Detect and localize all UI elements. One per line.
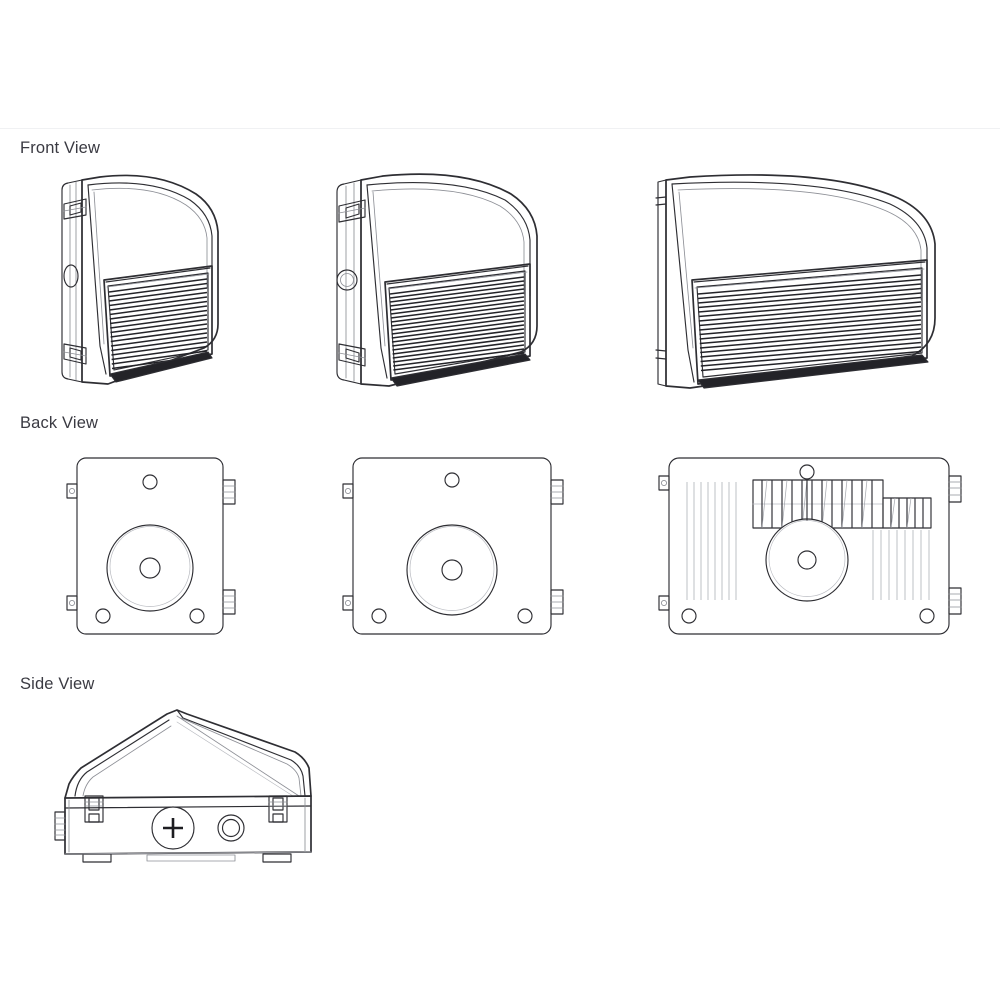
left-ribbed-gland — [54, 811, 66, 841]
top-bracket-clamp — [63, 198, 87, 220]
left-bracket-tabs — [342, 483, 354, 611]
right-bracket-tabs — [222, 479, 236, 615]
mounting-plate-small — [55, 448, 245, 644]
wall-pack-fixture-large — [650, 168, 950, 400]
side-view-row — [0, 700, 1000, 875]
left-heatsink-fins — [686, 482, 737, 600]
secondary-fin-band — [882, 497, 932, 529]
front-view-row — [0, 168, 1000, 400]
wall-pack-side-profile — [54, 700, 330, 875]
top-divider — [0, 128, 1000, 129]
right-bracket-tabs — [550, 479, 564, 615]
back-view-row — [0, 448, 1000, 644]
front-view-label: Front View — [20, 139, 101, 157]
right-bracket-tabs — [948, 475, 962, 615]
left-bracket-tabs — [66, 483, 78, 611]
mounting-plate-medium — [335, 448, 575, 644]
right-heatsink-fins — [872, 530, 930, 600]
side-view-label: Side View — [20, 675, 95, 693]
top-bracket-clamp — [338, 199, 366, 223]
back-view-label: Back View — [20, 414, 99, 432]
left-bracket-clamp — [84, 795, 104, 823]
left-bracket-tabs — [658, 475, 670, 611]
cross-knockout — [151, 806, 195, 850]
wall-pack-fixture-small — [48, 168, 238, 400]
right-bracket-clamp — [268, 795, 288, 823]
small-round-knockout — [217, 814, 245, 842]
bottom-bracket-clamp — [338, 343, 366, 367]
bottom-bracket-clamp — [63, 343, 87, 365]
mounting-plate-large — [655, 448, 975, 644]
wall-pack-fixture-medium — [325, 168, 560, 400]
